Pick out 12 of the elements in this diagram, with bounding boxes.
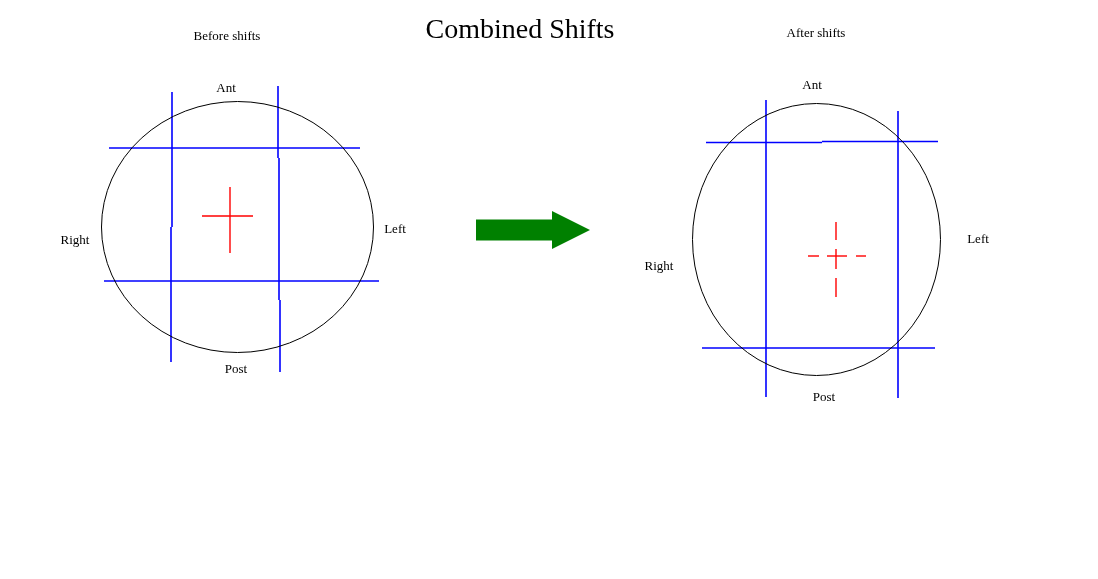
orientation-label: Left bbox=[384, 221, 406, 235]
orientation-label: Post bbox=[812, 389, 836, 403]
panel-heading: After shifts bbox=[786, 25, 846, 39]
orientation-label: Left bbox=[967, 231, 989, 245]
orientation-label: Ant bbox=[216, 80, 236, 94]
panel-heading: Before shifts bbox=[193, 28, 261, 42]
orientation-label: Right bbox=[60, 232, 90, 246]
orientation-label: Ant bbox=[802, 77, 822, 91]
orientation-label: Post bbox=[224, 361, 248, 375]
orientation-label: Right bbox=[644, 258, 674, 272]
block-arrow bbox=[476, 211, 590, 249]
diagram-title: Combined Shifts bbox=[425, 15, 615, 43]
